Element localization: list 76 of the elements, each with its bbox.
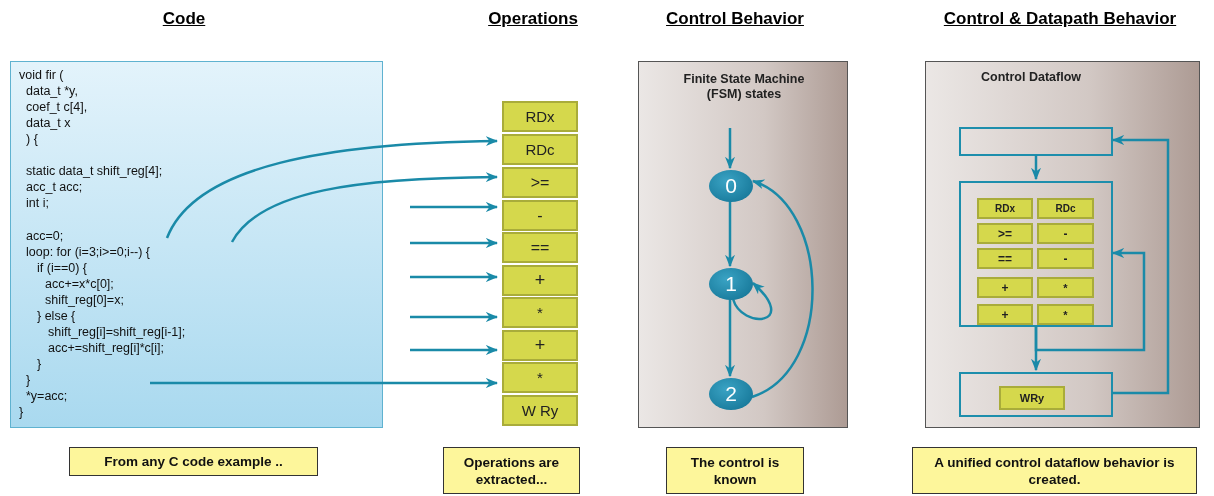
operation-box: RDx: [977, 198, 1033, 219]
caption-box: From any C code example ..: [69, 447, 318, 476]
code-line: ) {: [26, 131, 38, 147]
code-line: acc=0;: [26, 228, 64, 244]
code-line: acc+=shift_reg[i]*c[i];: [48, 340, 165, 356]
code-line: shift_reg[0]=x;: [45, 292, 124, 308]
code-line: }: [26, 372, 31, 388]
operation-box: +: [502, 265, 578, 296]
code-line: }: [19, 404, 24, 420]
arrow: [410, 345, 499, 355]
operation-box: RDc: [502, 134, 578, 165]
operation-box: *: [502, 297, 578, 328]
operation-box: -: [1037, 248, 1094, 269]
panel-title: Control Dataflow: [980, 70, 1082, 85]
code-line: acc_t acc;: [26, 179, 83, 195]
code-line: *y=acc;: [26, 388, 68, 404]
state-circle: 0: [709, 170, 753, 202]
arrow: [1031, 155, 1041, 181]
code-line: int i;: [26, 195, 49, 211]
operation-box: RDx: [502, 101, 578, 132]
arrow: [230, 172, 499, 243]
state-circle: 2: [709, 378, 753, 410]
code-line: loop: for (i=3;i>=0;i--) {: [26, 244, 151, 260]
arrow: [410, 272, 499, 282]
operation-box: >=: [977, 223, 1033, 244]
caption-box: The control is known: [666, 447, 804, 494]
panel: [925, 61, 1200, 428]
column-heading: Operations: [488, 9, 578, 29]
operation-box: W Ry: [502, 395, 578, 426]
arrow: [725, 128, 735, 170]
arrow: [150, 378, 499, 388]
code-line: static data_t shift_reg[4];: [26, 163, 163, 179]
operation-box: *: [1037, 304, 1094, 325]
operation-box: >=: [502, 167, 578, 198]
operation-box: +: [502, 330, 578, 361]
arrow: [725, 299, 735, 378]
operation-box: +: [977, 277, 1033, 298]
outline-box: [959, 372, 1113, 417]
arrow: [410, 238, 499, 248]
code-line: coef_t c[4],: [26, 99, 88, 115]
outline-box: [959, 127, 1113, 156]
operation-box: WRy: [999, 386, 1065, 410]
arrow: [731, 282, 773, 321]
code-line: shift_reg[i]=shift_reg[i-1];: [48, 324, 186, 340]
outline-box: [959, 181, 1113, 327]
code-line: data_t *y,: [26, 83, 78, 99]
code-panel: [10, 61, 383, 428]
column-heading: Control & Datapath Behavior: [943, 9, 1177, 29]
operation-box: *: [1037, 277, 1094, 298]
panel: [638, 61, 848, 428]
caption-box: A unified control dataflow behavior is created.: [912, 447, 1197, 494]
arrow: [410, 312, 499, 322]
code-line: if (i==0) {: [37, 260, 88, 276]
operation-box: -: [1037, 223, 1094, 244]
panel-title: Finite State Machine (FSM) states: [682, 72, 806, 102]
code-line: data_t x: [26, 115, 71, 131]
arrow: [751, 179, 814, 399]
column-heading: Control Behavior: [666, 9, 804, 29]
operation-box: +: [977, 304, 1033, 325]
operation-box: -: [502, 200, 578, 231]
arrow: [1034, 248, 1146, 352]
operation-box: ==: [977, 248, 1033, 269]
state-circle: 1: [709, 268, 753, 300]
code-line: } else {: [37, 308, 76, 324]
column-heading: Code: [162, 9, 206, 29]
arrow: [1111, 135, 1170, 395]
arrow: [165, 136, 499, 239]
code-line: void fir (: [19, 67, 64, 83]
arrow: [410, 202, 499, 212]
caption-box: Operations are extracted...: [443, 447, 580, 494]
operation-box: ==: [502, 232, 578, 263]
operation-box: RDc: [1037, 198, 1094, 219]
code-line: acc+=x*c[0];: [45, 276, 114, 292]
arrow: [725, 201, 735, 268]
operation-box: *: [502, 362, 578, 393]
code-line: }: [37, 356, 42, 372]
